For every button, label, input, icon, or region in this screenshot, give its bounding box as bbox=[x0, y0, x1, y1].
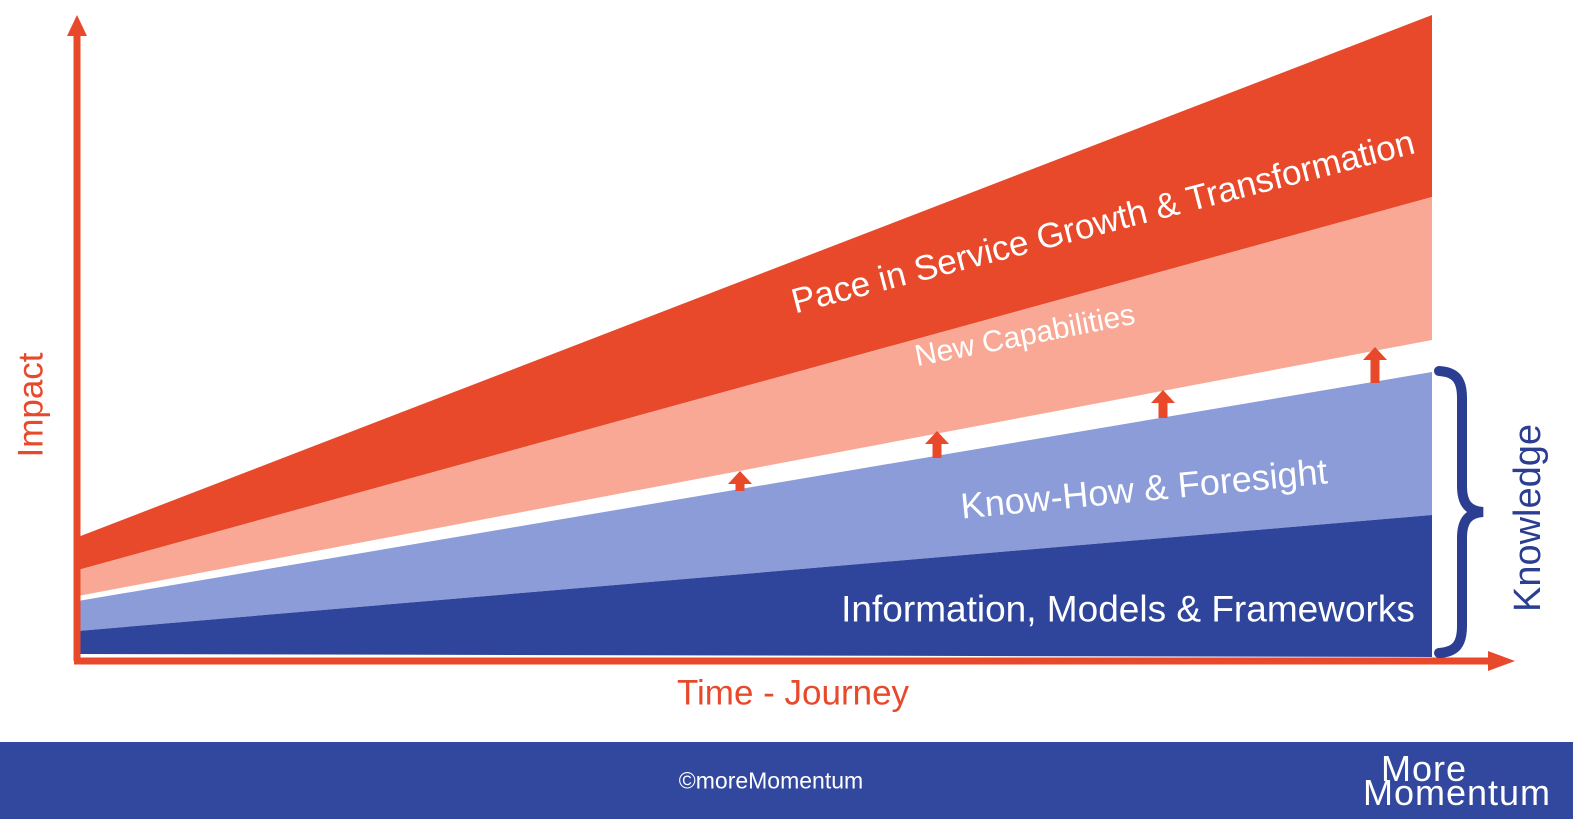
band-label-information: Information, Models & Frameworks bbox=[841, 588, 1415, 630]
footer-bar bbox=[0, 742, 1573, 819]
logo-more: More bbox=[1380, 748, 1468, 789]
knowledge-brace bbox=[1434, 366, 1484, 658]
band-new-capabilities-wedge bbox=[78, 197, 1432, 596]
footer-copyright: ©moreMomentum bbox=[678, 767, 864, 794]
knowledge-label: Knowledge bbox=[1507, 423, 1549, 613]
x-axis-label: Time - Journey bbox=[676, 673, 910, 713]
y-axis-arrowhead-icon bbox=[67, 15, 87, 36]
x-axis-arrowhead-icon bbox=[1488, 651, 1515, 671]
logo-momentum: Momentum bbox=[1362, 772, 1552, 813]
up-arrow-icon bbox=[925, 431, 949, 458]
band-information-wedge bbox=[78, 515, 1432, 657]
band-pace-wedge bbox=[78, 15, 1432, 570]
up-arrow-icon bbox=[1151, 390, 1175, 418]
up-arrow-icon bbox=[728, 471, 752, 491]
up-arrow-icon bbox=[1363, 347, 1387, 383]
y-axis-label: Impact bbox=[11, 352, 51, 458]
band-know-how-wedge bbox=[78, 372, 1432, 631]
